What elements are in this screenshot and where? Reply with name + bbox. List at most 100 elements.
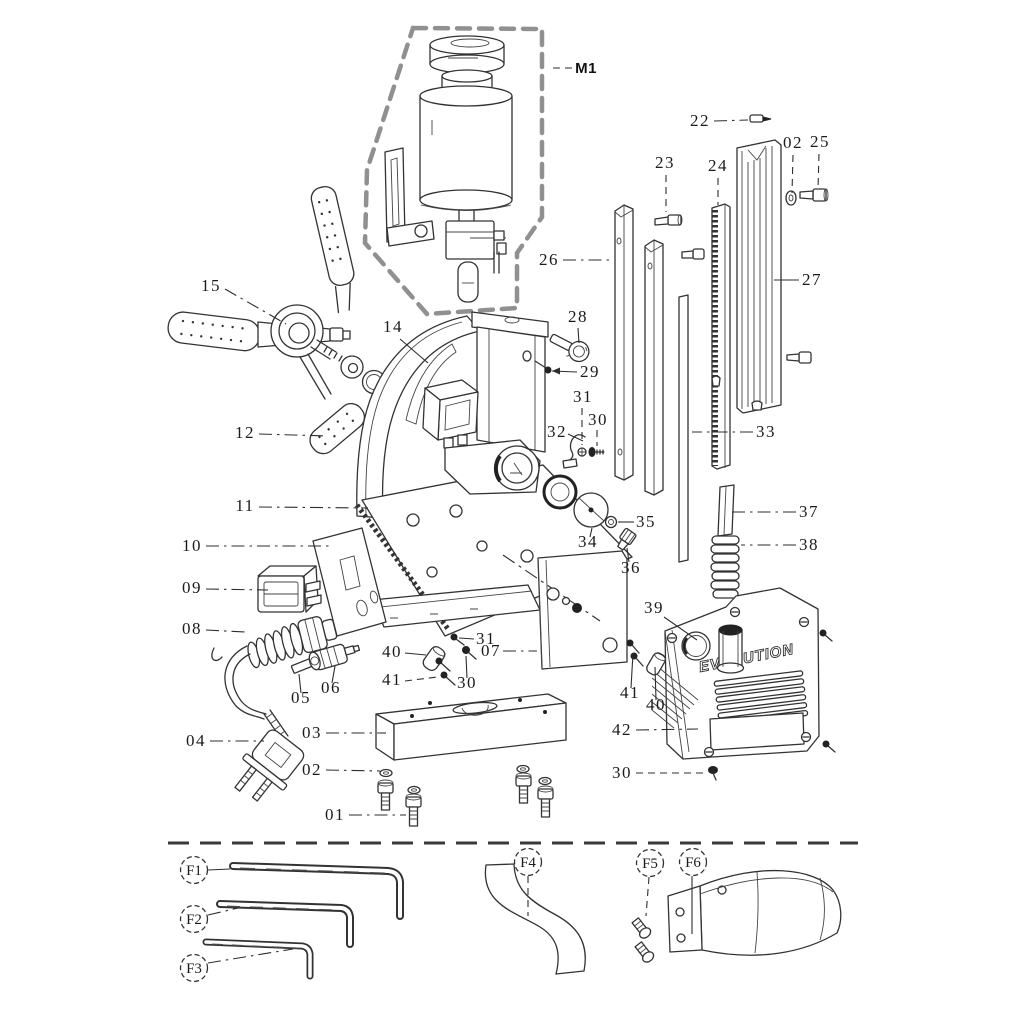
- callout-p08: 08: [182, 619, 247, 638]
- callout-text-p37: 37: [799, 502, 819, 521]
- callout-p14: 14: [383, 317, 429, 364]
- callout-leader-f2: [207, 907, 239, 916]
- chip-guard-f4: [484, 863, 586, 975]
- washers-02-bottom: [379, 764, 552, 795]
- side-panel-39: EVOLUTION: [651, 587, 820, 760]
- callout-leader-p41r: [630, 652, 634, 689]
- bolts-01: [377, 772, 554, 827]
- callout-p39: 39: [644, 598, 698, 641]
- callout-p26: 26: [539, 250, 612, 269]
- callout-text-p36: 36: [621, 558, 641, 577]
- callout-text-p02b: 02: [302, 760, 322, 779]
- bolt-rack: [681, 248, 705, 260]
- callout-circle-f2: [179, 904, 209, 934]
- callout-leader-p05: [298, 673, 302, 694]
- callout-leader-p40l: [404, 652, 427, 656]
- callout-p40r: 40: [646, 666, 665, 714]
- callout-leader-p02t: [791, 154, 794, 194]
- callout-p04: 04: [186, 731, 264, 750]
- callout-leader-p32: [567, 433, 584, 442]
- callout-leader-p40r: [654, 666, 657, 701]
- callout-text-f6: F6: [685, 855, 701, 871]
- callout-text-f4: F4: [520, 855, 536, 871]
- handle-hub-15: [270, 304, 364, 379]
- callout-circle-f5: [635, 848, 665, 878]
- callout-f4: F4: [513, 847, 543, 916]
- screws-41-left: [435, 657, 456, 686]
- callout-p02b: 02: [302, 760, 381, 779]
- callout-p29: 29: [551, 362, 600, 381]
- callout-leader-p09: [205, 588, 269, 591]
- callout-leader-p36: [626, 547, 630, 563]
- callout-text-p05: 05: [291, 688, 311, 707]
- callout-p06: 06: [321, 665, 341, 697]
- callout-leader-p22: [713, 119, 749, 122]
- callout-p11: 11: [235, 496, 369, 515]
- callout-text-p06: 06: [321, 678, 341, 697]
- callout-circle-f1: [179, 855, 209, 885]
- callout-p22: 22: [690, 111, 749, 130]
- callout-f5: F5: [635, 848, 665, 917]
- callout-circle-f6: [678, 847, 708, 877]
- callout-text-p14: 14: [383, 317, 403, 336]
- callout-f1: F1: [179, 855, 231, 885]
- callout-p30r: 30: [612, 763, 708, 782]
- callout-text-p02t: 02: [783, 133, 803, 152]
- graduation-disc-34: [573, 492, 609, 528]
- callout-f3: F3: [179, 948, 294, 983]
- callout-p03: 03: [302, 723, 386, 742]
- callout-p01: 01: [325, 805, 406, 824]
- motor-assembly: [419, 35, 513, 303]
- callout-leader-p34: [589, 527, 593, 538]
- callout-circle-f4: [513, 847, 543, 877]
- feed-handle-top: [310, 186, 355, 314]
- callout-m1: M1: [551, 60, 596, 77]
- bolt-28: [549, 333, 590, 363]
- angle-bar: [644, 239, 664, 496]
- callout-text-p11: 11: [235, 496, 254, 515]
- callout-p41r: 41: [620, 652, 639, 702]
- coupler-06: [308, 643, 361, 671]
- callout-p36: 36: [621, 547, 641, 577]
- bolt-23: [654, 214, 683, 226]
- callout-text-p31l: 31: [476, 629, 496, 648]
- callout-text-p30r: 30: [612, 763, 632, 782]
- callout-text-p41l: 41: [382, 670, 402, 689]
- motor-bracket: [384, 147, 435, 247]
- column-27: [736, 139, 782, 414]
- switch-09: [257, 565, 322, 613]
- screws-right-edge: [819, 629, 836, 753]
- callout-leader-p12: [258, 433, 329, 437]
- callout-p15: 15: [201, 276, 287, 325]
- callout-text-p12: 12: [235, 423, 255, 442]
- callout-text-p27: 27: [802, 270, 822, 289]
- coolant-spout: [716, 624, 745, 674]
- callout-p05: 05: [291, 673, 311, 707]
- callout-leader-p39: [663, 616, 698, 641]
- rack-24: [711, 203, 731, 470]
- callout-p30u: 30: [588, 410, 608, 446]
- callout-p33: 33: [692, 422, 775, 441]
- callout-p02t: 02: [783, 133, 803, 194]
- callout-text-p32: 32: [547, 422, 567, 441]
- callout-p10: 10: [182, 536, 330, 555]
- hex-key-f3: [202, 938, 314, 980]
- callout-text-p30u: 30: [588, 410, 608, 429]
- callout-text-p25: 25: [810, 132, 830, 151]
- switch-block: [422, 379, 479, 449]
- callout-p27: 27: [774, 270, 822, 289]
- callout-text-f2: F2: [186, 912, 202, 928]
- hex-key-f1: [229, 862, 404, 920]
- coolant-hose-38: [710, 535, 740, 599]
- callout-text-p31u: 31: [573, 387, 593, 406]
- slide-column: [471, 311, 549, 453]
- callout-p32: 32: [547, 422, 584, 442]
- callout-leader-p15: [224, 288, 287, 325]
- callout-text-p29: 29: [580, 362, 600, 381]
- callout-leader-p42: [635, 728, 699, 731]
- callout-text-p35: 35: [636, 512, 656, 531]
- callout-leader-f5: [645, 876, 650, 917]
- callout-text-p40l: 40: [382, 642, 402, 661]
